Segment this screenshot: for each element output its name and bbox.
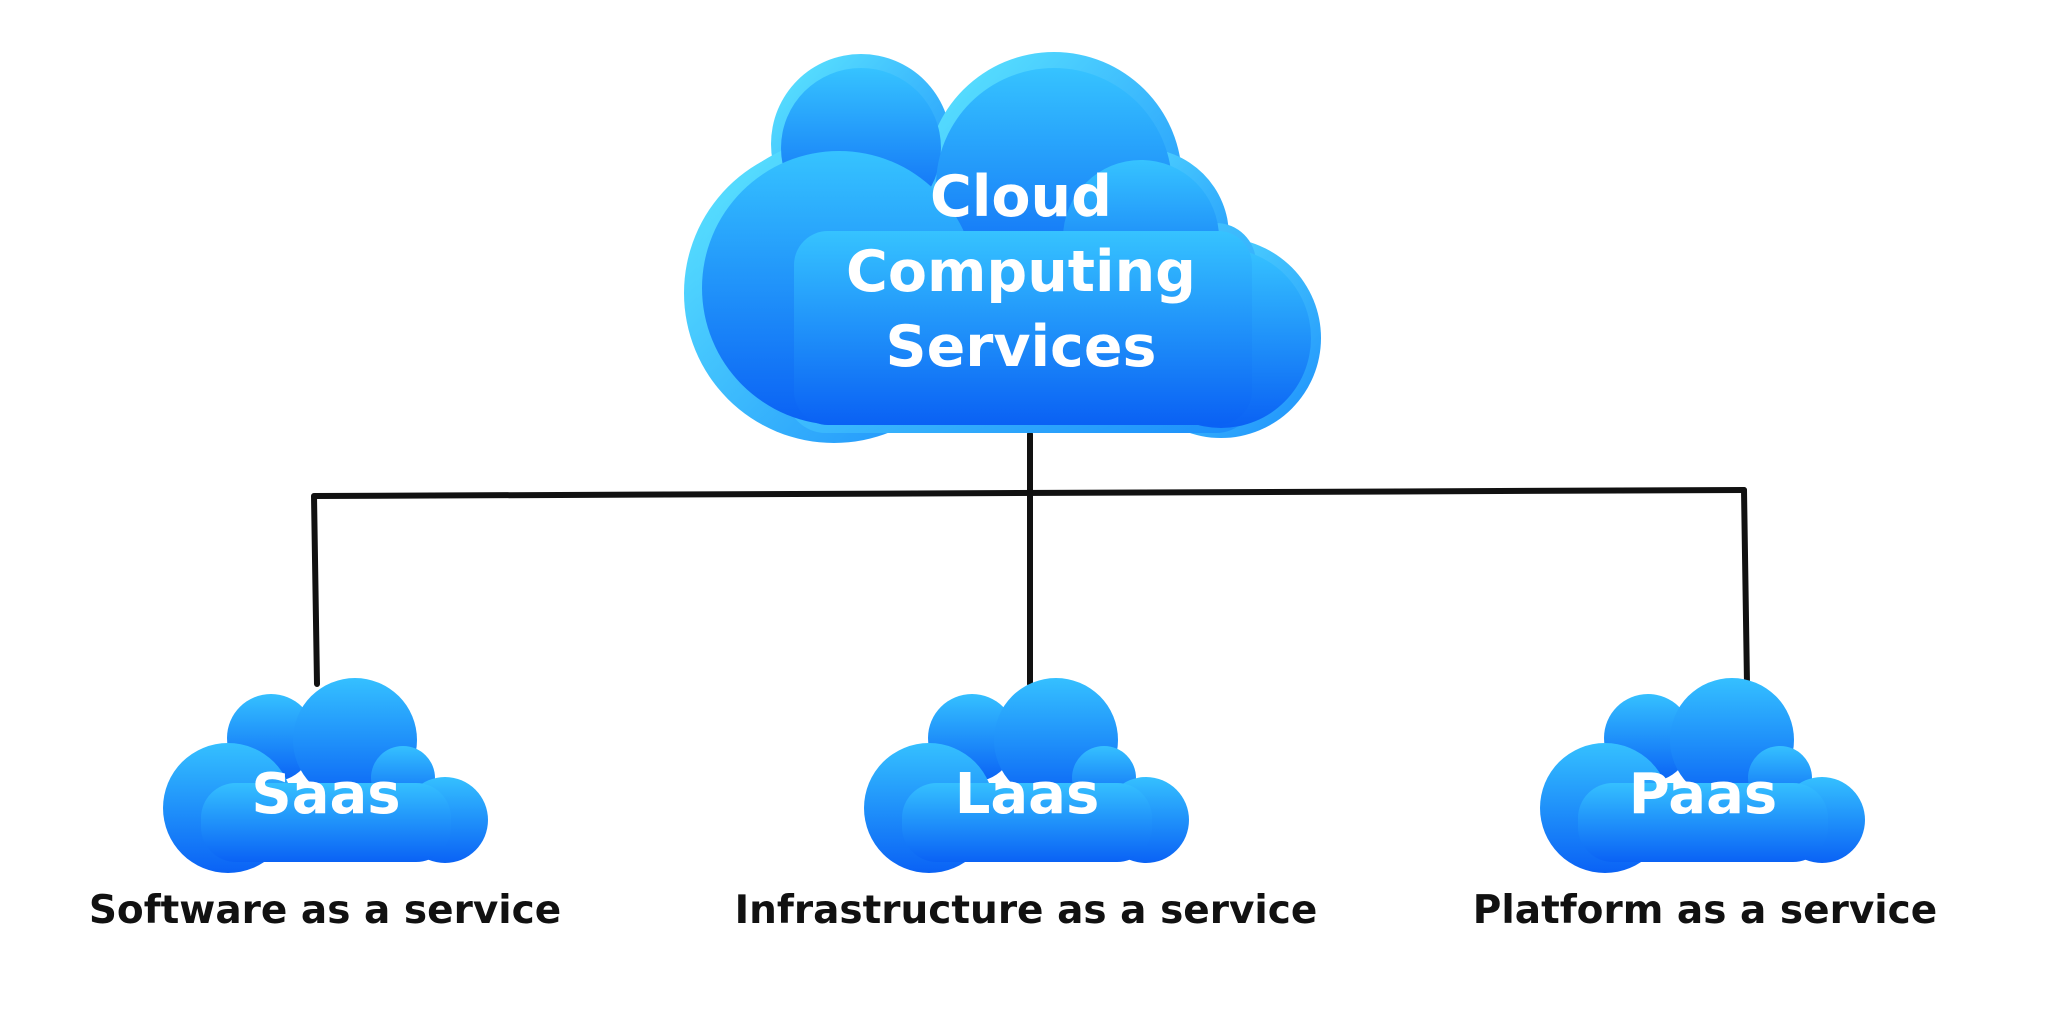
paas-caption: Platform as a service	[1472, 888, 1938, 933]
paas-cloud-label: Paas	[1628, 762, 1778, 827]
paas-cloud-shape	[1540, 678, 1865, 873]
paas-cloud-node: Paas	[1540, 675, 1866, 873]
paas-branch-line	[1741, 487, 1750, 687]
main-cloud-shape	[684, 52, 1321, 443]
laas-caption: Infrastructure as a service	[734, 888, 1318, 933]
laas-cloud-shape	[864, 678, 1189, 873]
root-label-line-1: Cloud	[930, 164, 1112, 230]
saas-cloud-node: Saas	[163, 675, 489, 873]
saas-caption: Software as a service	[88, 888, 562, 933]
cloud-computing-services-node: Cloud Computing Services	[684, 48, 1356, 443]
laas-cloud-node: Laas	[864, 675, 1190, 873]
root-label-line-3: Services	[885, 314, 1157, 380]
saas-cloud-shape	[163, 678, 488, 873]
root-label-line-2: Computing	[846, 239, 1196, 305]
root-cloud-label: Cloud Computing Services	[686, 160, 1356, 385]
saas-cloud-label: Saas	[251, 762, 401, 827]
saas-branch-line	[311, 493, 320, 687]
laas-cloud-label: Laas	[954, 762, 1100, 827]
